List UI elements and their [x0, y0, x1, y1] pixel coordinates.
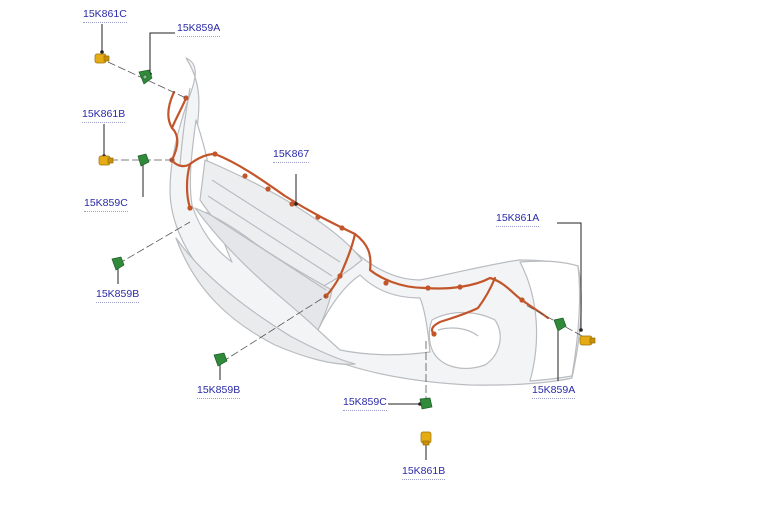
- part-label-15K859B-left[interactable]: 15K859B: [96, 288, 140, 303]
- part-label-15K859A-right[interactable]: 15K859A: [532, 384, 576, 399]
- sensor-15K861B-bottom-icon: [420, 431, 432, 446]
- part-label-15K859C-bottom[interactable]: 15K859C: [343, 396, 387, 411]
- sensor-15K861A-icon: [579, 335, 596, 346]
- part-label-15K859A-top[interactable]: 15K859A: [177, 22, 221, 37]
- bracket-15K859B-bottom-icon: [213, 352, 228, 367]
- sensor-15K861C-icon: [94, 53, 110, 64]
- bracket-15K859B-left-icon: [111, 256, 125, 271]
- leader-lines: [101, 24, 582, 460]
- parking-sensor-icons: [94, 53, 596, 446]
- sensor-bracket-icons: [111, 69, 567, 410]
- sensor-15K861B-left-icon: [98, 155, 114, 166]
- bracket-15K859A-right-icon: [553, 317, 567, 332]
- part-label-15K859B-bottom[interactable]: 15K859B: [197, 384, 241, 399]
- bracket-15K859C-bottom-icon: [419, 397, 433, 410]
- bracket-15K859A-top-icon: [138, 69, 153, 85]
- part-label-15K859C-left[interactable]: 15K859C: [84, 197, 128, 212]
- bracket-15K859C-left-icon: [137, 153, 150, 167]
- installation-lines: [107, 61, 583, 404]
- part-label-15K867[interactable]: 15K867: [273, 148, 310, 163]
- front-bumper-cover: [169, 57, 582, 386]
- part-label-15K861C[interactable]: 15K861C: [83, 8, 127, 23]
- part-label-15K861B-bottom[interactable]: 15K861B: [402, 465, 446, 480]
- part-label-15K861A[interactable]: 15K861A: [496, 212, 540, 227]
- part-label-15K861B-left[interactable]: 15K861B: [82, 108, 126, 123]
- harness-clips: [169, 95, 525, 337]
